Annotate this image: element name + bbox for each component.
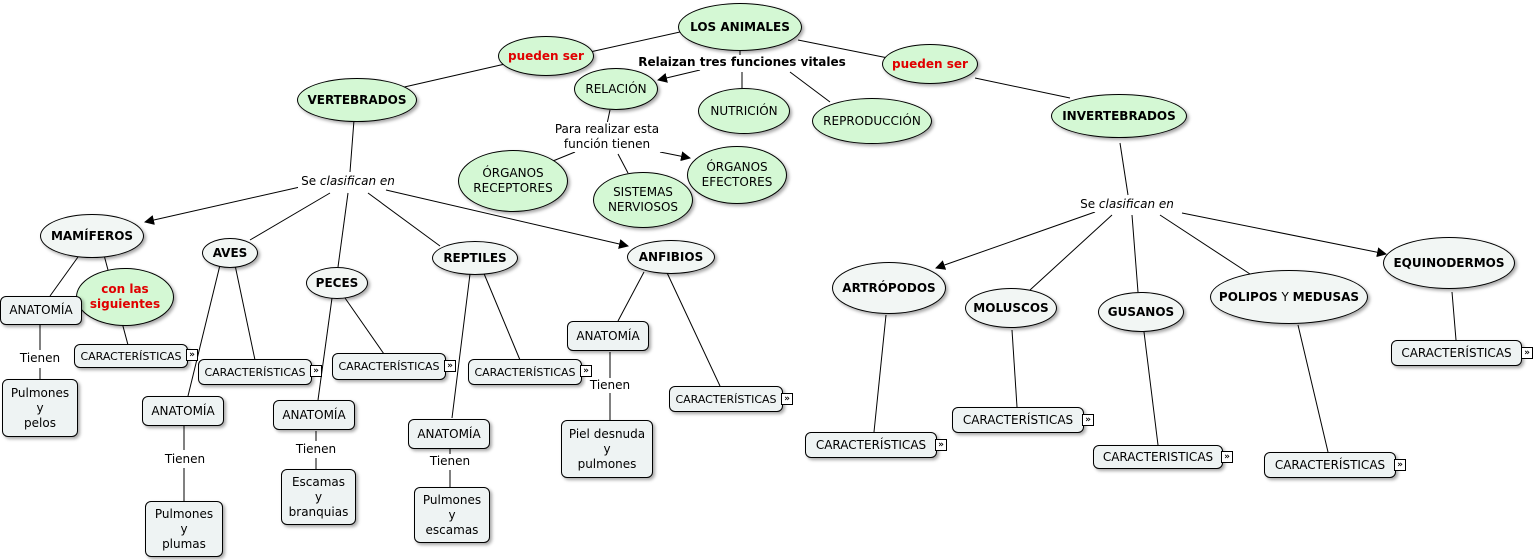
line-para-sistemas: [617, 153, 629, 174]
box-caracteristicas-artropodos[interactable]: CARACTERÍSTICAS: [805, 432, 937, 458]
node-artropodos[interactable]: ARTRÓPODOS: [832, 262, 946, 314]
label-tienen-aves: Tienen: [160, 452, 210, 467]
line-se-gusanos: [1131, 214, 1139, 293]
line-invertebrados-se: [1119, 142, 1129, 196]
line-rep-anatomia: [451, 273, 471, 419]
line-peces-car: [344, 297, 385, 355]
expand-icon[interactable]: »: [1394, 459, 1406, 471]
expand-icon[interactable]: »: [1521, 347, 1533, 359]
line-se-polipos: [1159, 214, 1251, 275]
box-piel-desnuda-pulmones[interactable]: Piel desnuda y pulmones: [561, 420, 653, 478]
expand-icon[interactable]: »: [781, 393, 793, 405]
box-caracteristicas-gusanos[interactable]: CARACTERISTICAS: [1093, 445, 1223, 469]
node-pueden-ser-right[interactable]: pueden ser: [882, 44, 978, 84]
expand-icon[interactable]: »: [444, 360, 456, 372]
line-relacion-para: [606, 109, 611, 125]
label-tienen-reptiles: Tienen: [426, 454, 474, 469]
box-anatomia-anfibios[interactable]: ANATOMÍA: [567, 321, 649, 351]
box-caracteristicas-peces[interactable]: CARACTERÍSTICAS: [332, 353, 446, 380]
expand-icon[interactable]: »: [186, 349, 198, 361]
line-se-artropodos: [935, 211, 1096, 270]
box-caracteristicas-moluscos[interactable]: CARACTERÍSTICAS: [952, 407, 1084, 433]
node-reproduccion[interactable]: REPRODUCCIÓN: [812, 98, 932, 144]
box-pulmones-escamas[interactable]: Pulmones y escamas: [414, 487, 490, 543]
line-animales-puedenser-right: [797, 39, 889, 59]
label-tienen-anfibios: Tienen: [586, 378, 634, 393]
line-se-anfibios: [385, 189, 629, 249]
line-rep-car: [479, 263, 521, 361]
expand-icon[interactable]: »: [1082, 414, 1094, 426]
line-aves-car: [234, 264, 256, 361]
line-animales-puedenser-left: [589, 31, 681, 53]
label-tienen-mamiferos: Tienen: [14, 351, 66, 366]
node-moluscos[interactable]: MOLUSCOS: [965, 288, 1057, 328]
line-equi-car: [1451, 291, 1457, 341]
label-para-realizar: Para realizar esta función tienen: [548, 122, 666, 152]
node-organos-efectores[interactable]: ÓRGANOS EFECTORES: [687, 146, 787, 204]
line-puedenser-invertebrados: [974, 77, 1071, 99]
line-mam-anatomia: [49, 256, 79, 297]
node-organos-receptores[interactable]: ÓRGANOS RECEPTORES: [458, 150, 568, 212]
line-tres-reproduccion: [789, 71, 831, 103]
node-nutricion[interactable]: NUTRICIÓN: [698, 88, 790, 134]
box-caracteristicas-anfibios[interactable]: CARACTERÍSTICAS: [669, 386, 783, 412]
node-los-animales[interactable]: LOS ANIMALES: [678, 3, 802, 51]
box-anatomia-peces[interactable]: ANATOMÍA: [273, 400, 355, 430]
line-tres-relacion: [657, 69, 701, 83]
node-vertebrados[interactable]: VERTEBRADOS: [297, 78, 417, 122]
line-anf-anatomia: [617, 271, 645, 322]
box-caracteristicas-equinodermos[interactable]: CARACTERÍSTICAS: [1391, 340, 1522, 366]
box-anatomia-mamiferos[interactable]: ANATOMÍA: [0, 296, 82, 325]
line-vertebrados-se: [349, 119, 355, 173]
node-polipos-medusas[interactable]: POLIPOS Y MEDUSAS: [1210, 270, 1368, 324]
box-anatomia-aves[interactable]: ANATOMÍA: [142, 396, 224, 426]
label-se-clasifican-vertebrados: Se clasifican en: [298, 174, 398, 189]
box-pulmones-pelos[interactable]: Pulmones y pelos: [2, 379, 78, 437]
node-pueden-ser-left[interactable]: pueden ser: [498, 36, 594, 76]
node-gusanos[interactable]: GUSANOS: [1098, 292, 1184, 332]
expand-icon[interactable]: »: [1221, 451, 1233, 463]
node-aves[interactable]: AVES: [202, 238, 258, 268]
line-peces-anatomia: [317, 297, 333, 401]
box-pulmones-plumas[interactable]: Pulmones y plumas: [145, 501, 223, 557]
line-pol-car: [1297, 324, 1329, 453]
expand-icon[interactable]: »: [935, 439, 947, 451]
node-sistemas-nerviosos[interactable]: SISTEMAS NERVIOSOS: [593, 172, 693, 228]
box-caracteristicas-polipos[interactable]: CARACTERÍSTICAS: [1264, 452, 1396, 478]
line-se-aves: [249, 192, 331, 241]
line-anf-car: [661, 261, 721, 387]
line-se-peces: [337, 192, 349, 268]
node-invertebrados[interactable]: INVERTEBRADOS: [1051, 94, 1187, 138]
expand-icon[interactable]: »: [580, 365, 592, 377]
line-molus-car: [1011, 329, 1018, 408]
label-se-clasifican-invertebrados: Se clasifican en: [1076, 197, 1178, 212]
box-anatomia-reptiles[interactable]: ANATOMÍA: [408, 419, 490, 449]
label-tres-funciones: Relaizan tres funciones vitales: [636, 55, 848, 70]
box-caracteristicas-mamiferos[interactable]: CARACTERÍSTICAS: [74, 344, 188, 368]
box-escamas-branquias[interactable]: Escamas y branquias: [281, 469, 356, 525]
line-se-reptiles: [367, 192, 441, 247]
node-peces[interactable]: PECES: [306, 267, 368, 299]
box-caracteristicas-aves[interactable]: CARACTERÍSTICAS: [198, 359, 312, 385]
line-gus-car: [1143, 331, 1159, 446]
line-puedenser-vertebrados: [399, 63, 506, 89]
line-artro-car: [873, 314, 887, 433]
node-equinodermos[interactable]: EQUINODERMOS: [1383, 237, 1515, 289]
node-reptiles[interactable]: REPTILES: [432, 241, 518, 275]
node-mamiferos[interactable]: MAMÍFEROS: [40, 214, 144, 258]
line-aves-anatomia: [187, 264, 221, 397]
box-caracteristicas-reptiles[interactable]: CARACTERÍSTICAS: [468, 359, 582, 385]
node-relacion[interactable]: RELACIÓN: [574, 68, 658, 110]
expand-icon[interactable]: »: [310, 365, 322, 377]
line-se-mamiferos: [144, 186, 301, 225]
node-con-las-siguientes[interactable]: con las siguientes: [76, 268, 174, 326]
line-se-moluscos: [1029, 214, 1113, 291]
node-anfibios[interactable]: ANFIBIOS: [627, 240, 715, 274]
label-tienen-peces: Tienen: [292, 442, 340, 457]
line-para-efectores: [659, 151, 691, 162]
line-se-equinodermos: [1181, 212, 1387, 258]
